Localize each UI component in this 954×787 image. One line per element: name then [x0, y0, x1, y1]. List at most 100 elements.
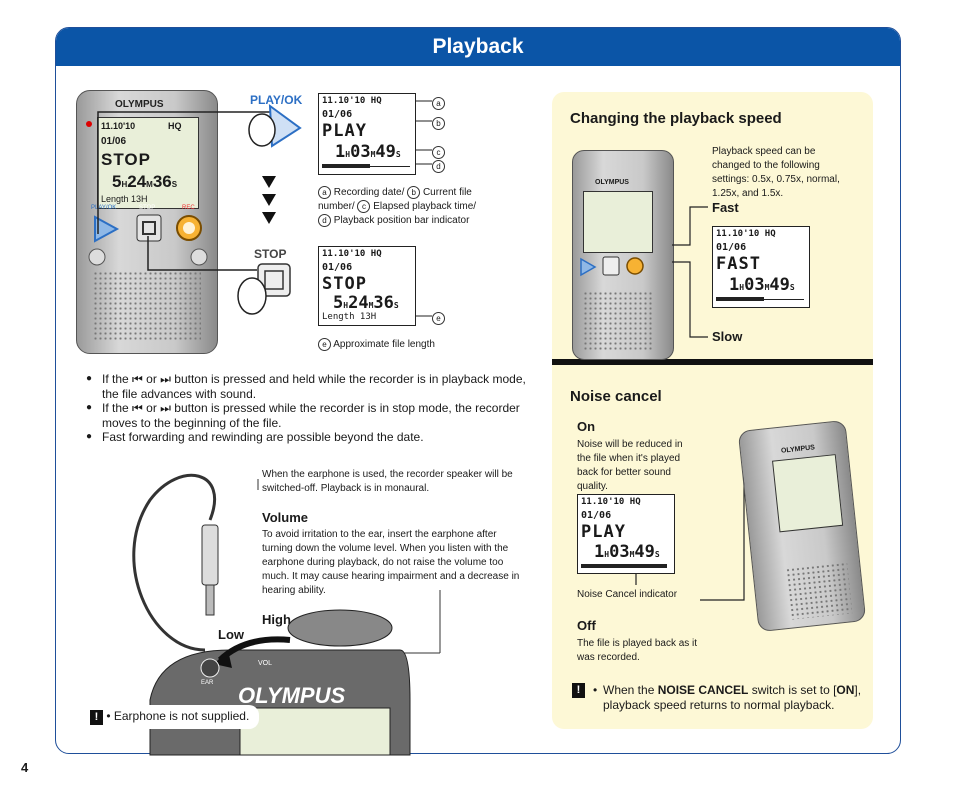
lcd-play-date: 11.10'10 [322, 96, 366, 106]
caution-icon-2: ! [572, 683, 585, 698]
legend-d: d [318, 214, 331, 228]
lcd-fast-file: 01/06 [716, 242, 747, 253]
lcd-nc-date: 11.10'10 [581, 497, 625, 507]
lcd-fast-s: 49 [769, 275, 790, 295]
lcd-play-state: PLAY [322, 121, 367, 141]
finger-icon [248, 113, 276, 147]
speed-heading: Changing the playback speed [570, 110, 782, 127]
rec-label: REC [182, 205, 195, 211]
lcd-legend: a Recording date/ b Current file number/… [318, 186, 488, 228]
lcd-nc: 11.10'10 HQ 01/06 PLAY 1H03M49S [577, 494, 675, 574]
play-ok-label: PLAY/OK [91, 205, 117, 211]
lcd-stop-mode: HQ [370, 249, 382, 259]
lcd-fast-track [716, 299, 804, 300]
device-buttons [88, 214, 208, 266]
ear-jack-icon [200, 658, 220, 678]
nc-screen [772, 454, 844, 533]
lcd-stop-h: 5 [333, 293, 344, 313]
noise-caution-on: ON [836, 683, 855, 697]
lcd-nc-s: 49 [634, 542, 655, 562]
legend-line2a: number/ [318, 201, 355, 213]
bullet-1: If the ⏮ or ⏭ button is pressed and held… [86, 372, 526, 401]
unit-m: M [370, 150, 376, 159]
caution-icon: ! [90, 710, 103, 725]
volume-heading: Volume [262, 510, 308, 525]
arrow-down-icon [262, 176, 276, 188]
device-time-h: 5 [112, 172, 122, 191]
lcd-fast-h: 1 [729, 275, 740, 295]
noise-on-text: Noise will be reduced in the file when i… [577, 439, 683, 492]
lcd-play-m: 03 [350, 142, 371, 162]
callout-d: d [432, 160, 445, 174]
legend-line1b: Current file [422, 187, 472, 199]
lcd-fast-date: 11.10'10 [716, 229, 760, 239]
unit-m: M [629, 550, 635, 559]
unit-h: H [343, 301, 349, 310]
lcd-play-track [322, 166, 410, 167]
noise-caution: ! • When the NOISE CANCEL switch is set … [572, 683, 862, 712]
noise-heading: Noise cancel [570, 388, 662, 405]
volume-high-label: High [262, 612, 291, 627]
recorder-illustration: OLYMPUS 11.10'10 HQ 01/06 STOP 5H24M36S … [76, 90, 218, 354]
rec-center [183, 222, 195, 234]
recorder-nc-illustration: OLYMPUS [737, 419, 867, 633]
unit-s: S [654, 550, 660, 559]
unit-h: H [345, 150, 351, 159]
arrow-down-icon-2 [262, 194, 276, 206]
unit-m: M [146, 180, 153, 189]
page-number: 4 [21, 760, 29, 775]
lcd-fast-mode: HQ [764, 229, 776, 239]
nc-brand: OLYMPUS [780, 444, 816, 455]
noise-on-label: On [577, 419, 596, 434]
legend-approx: e Approximate file length [318, 338, 435, 352]
lcd-fast-m: 03 [744, 275, 765, 295]
stop-square-icon [142, 221, 156, 235]
device-time-s: 36 [152, 172, 172, 191]
volume-low-label: Low [218, 627, 244, 642]
device-state: STOP [101, 150, 151, 169]
unit-m: M [764, 283, 770, 292]
page-title: Playback [56, 28, 900, 66]
lcd-stop-s: 36 [373, 293, 394, 313]
play-button-icon [94, 215, 120, 243]
lcd-nc-mode: HQ [629, 497, 641, 507]
callout-c: c [432, 146, 445, 160]
speed-slow-label: Slow [712, 329, 743, 344]
recorder-side-illustration: OLYMPUS [572, 150, 674, 360]
side-screen [583, 191, 653, 253]
device-length: Length 13H [101, 194, 148, 204]
noise-caution-post: ], playback speed returns to normal play… [603, 683, 862, 712]
bullet-2: If the ⏮ or ⏭ button is pressed while th… [86, 401, 526, 430]
legend-approx-text: Approximate file length [333, 339, 435, 351]
lcd-play-s: 49 [375, 142, 396, 162]
speed-text: Playback speed can be changed to the fol… [712, 146, 840, 199]
noise-caution-pre: When the [603, 683, 658, 697]
legend-a: a [318, 186, 331, 199]
legend-e: e [318, 338, 331, 351]
earphone-caution: ! • Earphone is not supplied. [80, 705, 260, 729]
unit-h: H [121, 180, 128, 189]
lcd-play-h: 1 [335, 142, 346, 162]
side-grille [583, 291, 653, 351]
callout-a: a [432, 97, 445, 111]
earphone-caution-text: Earphone is not supplied. [113, 709, 250, 723]
nc-grille [785, 561, 853, 620]
earphone-cable [132, 473, 217, 652]
legend-line1a: Recording date/ [333, 187, 405, 199]
lcd-stop-date: 11.10'10 [322, 249, 366, 259]
device-screen: 11.10'10 HQ 01/06 STOP 5H24M36S Length 1… [97, 117, 199, 209]
finger-icon-2 [237, 277, 267, 315]
lcd-nc-file: 01/06 [581, 510, 612, 521]
stop-label: STOP [139, 205, 156, 211]
bullet-list: If the ⏮ or ⏭ button is pressed and held… [86, 372, 526, 445]
lcd-stop-state: STOP [322, 274, 367, 294]
forward-button-icon [190, 248, 208, 266]
legend-c: c [357, 200, 371, 214]
lcd-stop: 11.10'10 HQ 01/06 STOP 5H24M36S Length 1… [318, 246, 416, 326]
unit-h: H [739, 283, 745, 292]
unit-m: M [368, 301, 374, 310]
brand-logo: OLYMPUS [115, 99, 164, 110]
device-time-m: 24 [127, 172, 147, 191]
callout-b: b [432, 117, 445, 131]
